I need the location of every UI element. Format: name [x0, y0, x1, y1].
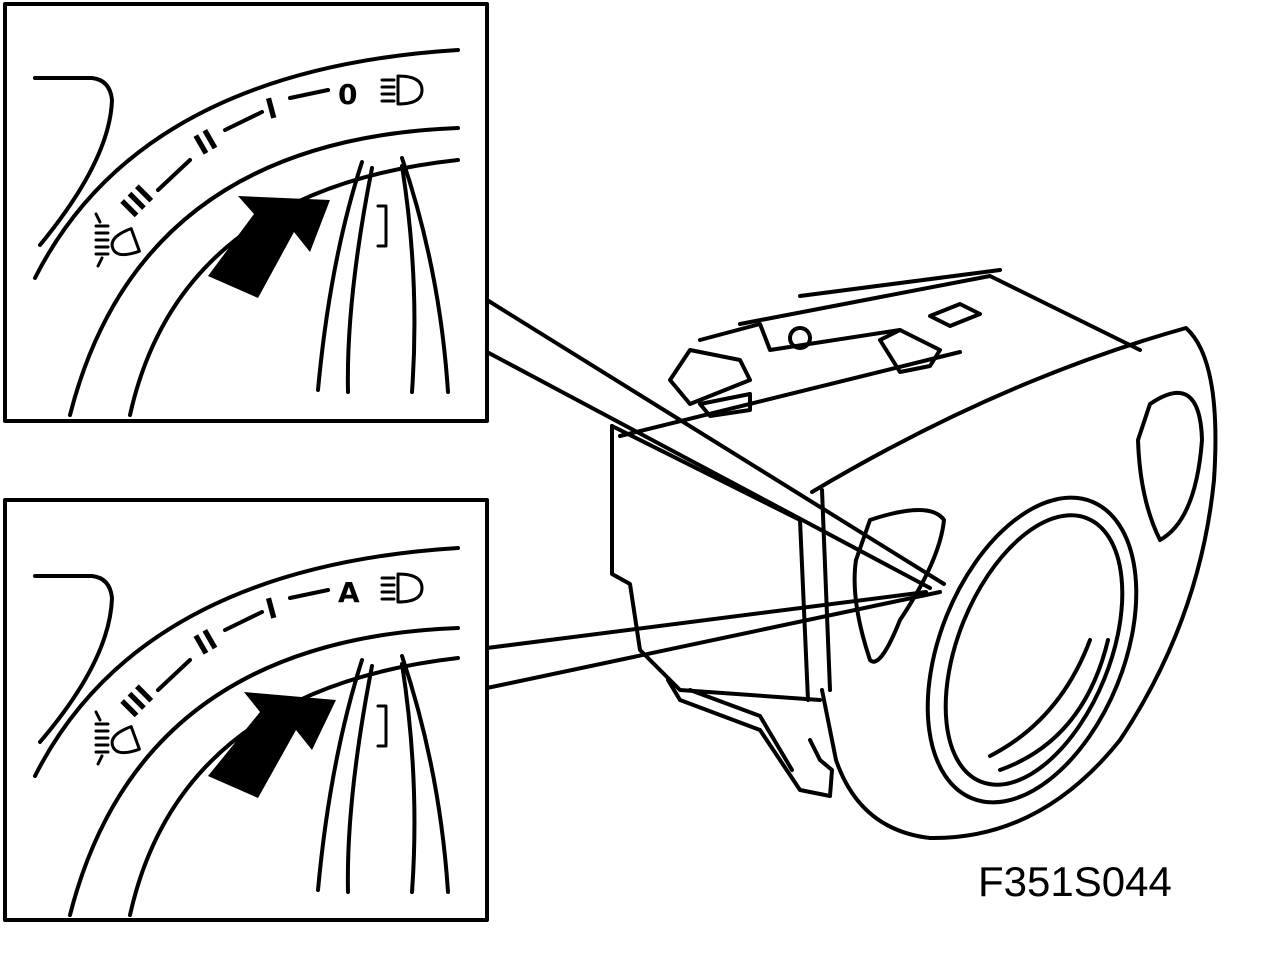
bezel-recess-left [852, 508, 946, 664]
position-mark-1: I [262, 591, 281, 626]
position-mark-0: 0 [338, 78, 357, 111]
housing-clip [878, 328, 942, 374]
inset-top-dash [156, 158, 192, 192]
inset-bottom-dash [288, 588, 330, 600]
housing-lower-tab [666, 678, 834, 798]
rotary-knob-grip [988, 638, 1092, 758]
pointer-arrow-icon [208, 196, 330, 298]
inset-top-inner-arc [128, 158, 460, 417]
inset-top-bracket [376, 204, 388, 248]
bezel-outline [810, 326, 1218, 841]
inset-top-knob-edge [345, 166, 374, 394]
callout-lines [485, 298, 946, 690]
inset-bottom-inner-arc [128, 656, 460, 917]
inset-top-knob-edge [316, 160, 364, 392]
rotary-knob-inner [943, 513, 1125, 787]
housing-front-edge [820, 488, 832, 692]
housing-slot-left [698, 392, 752, 418]
inset-bottom-dash [156, 658, 192, 692]
inset-top-dash [223, 110, 264, 132]
housing-top-ridge [618, 350, 962, 438]
inset-bottom-frame [3, 498, 489, 922]
callout-top-upper [485, 298, 946, 586]
inset-bottom-knob-edge [400, 662, 417, 894]
callout-top-lower [485, 350, 932, 590]
inset-bottom-bracket [376, 704, 388, 748]
inset-top-frame [3, 2, 489, 423]
inset-top-outer-arc [33, 48, 460, 280]
callout-bottom-upper [485, 590, 928, 650]
inset-top-mid-arc [68, 126, 460, 417]
inset-bottom: III II I A [3, 498, 489, 922]
inset-bottom-knob-edge [400, 654, 450, 894]
housing-back-edge [798, 268, 1002, 298]
headlight-range-adjust-icon [94, 710, 141, 766]
inset-top: III II I 0 [3, 2, 489, 423]
pointer-arrow-icon [208, 692, 336, 798]
housing-side-front [798, 518, 810, 702]
position-mark-2: II [188, 623, 223, 662]
inset-bottom-corner-arc [33, 574, 114, 744]
housing-lower-tab-inner [688, 688, 794, 772]
housing-top-edge [738, 274, 1142, 352]
headlight-low-beam-icon [380, 74, 424, 106]
headlight-low-beam-icon [380, 572, 424, 604]
housing-left-side [610, 424, 822, 702]
light-switch-housing [610, 268, 1218, 841]
housing-tab [698, 322, 902, 352]
rotary-knob-grip [998, 638, 1110, 772]
callout-bottom-lower [485, 590, 942, 690]
inset-bottom-knob-edge [345, 664, 374, 894]
inset-bottom-outer-arc [33, 546, 460, 778]
position-mark-a: A [338, 576, 360, 609]
headlight-range-adjust-icon [94, 212, 141, 268]
inset-bottom-dash [223, 610, 264, 632]
position-mark-3: III [114, 679, 159, 724]
rotary-knob-outer [925, 495, 1139, 805]
inset-top-knob-edge [400, 164, 417, 394]
housing-clip-left [668, 348, 752, 406]
bezel-recess-right [1136, 391, 1204, 542]
inset-bottom-knob-edge [316, 658, 364, 892]
position-mark-1: I [262, 91, 281, 126]
position-mark-2: II [188, 123, 223, 162]
inset-bottom-mid-arc [68, 626, 460, 917]
figure-code: F351S044 [978, 858, 1172, 905]
housing-side-top [610, 424, 802, 522]
inset-top-corner-arc [33, 76, 114, 247]
housing-screw [788, 326, 812, 350]
inset-top-dash [288, 88, 330, 100]
housing-slot [928, 302, 982, 328]
position-mark-3: III [114, 179, 159, 224]
inset-top-knob-edge [400, 156, 450, 394]
